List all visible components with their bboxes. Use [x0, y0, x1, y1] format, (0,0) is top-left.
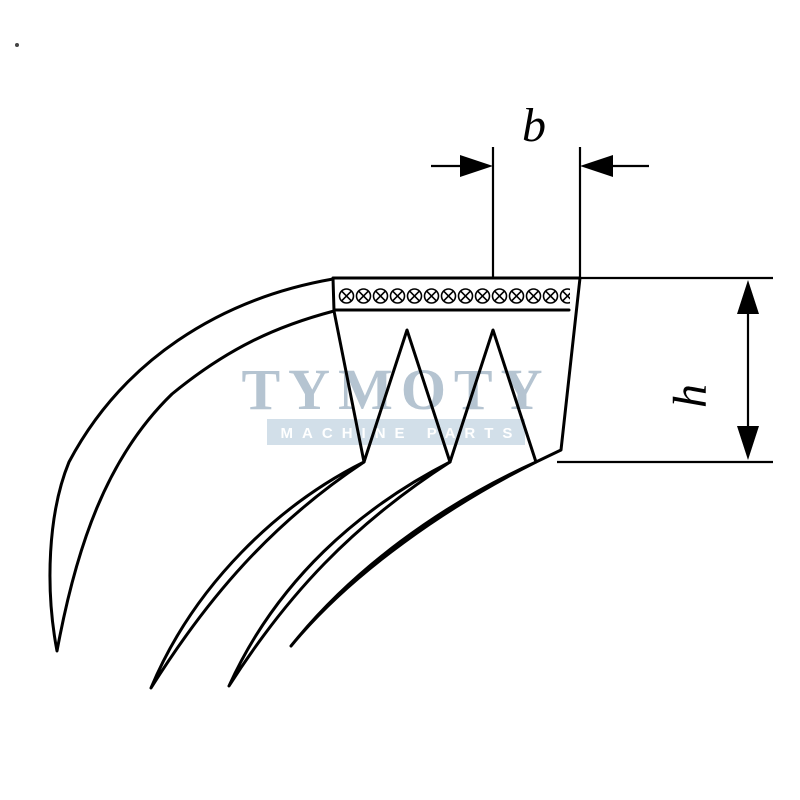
watermark-tagline-text: MACHINE PARTS [281, 425, 522, 442]
watermark-tagline-bar [267, 419, 525, 445]
belt-drawing [48, 276, 582, 690]
belt-back-band [48, 277, 336, 653]
belt-rib-sweep-1 [149, 460, 366, 690]
dim-h-arrowhead-bottom [737, 426, 759, 460]
watermark: TYMOTY MACHINE PARTS [242, 357, 551, 445]
dimension-h-label: h [664, 384, 717, 408]
dim-h-arrowhead-top [737, 280, 759, 314]
belt-cross-section-face [331, 276, 582, 464]
dim-b-arrowhead-right [580, 155, 613, 177]
dimension-h: h [557, 276, 773, 464]
tension-cord-band [338, 284, 570, 308]
dim-b-arrowhead-left [460, 155, 493, 177]
dimension-b-label: b [522, 99, 546, 152]
dimension-b: b [431, 99, 649, 277]
stray-dot [15, 43, 19, 47]
belt-rib-sweep-3 [289, 460, 538, 648]
watermark-brand-text: TYMOTY [242, 357, 551, 422]
belt-rib-sweep-2 [227, 460, 452, 688]
